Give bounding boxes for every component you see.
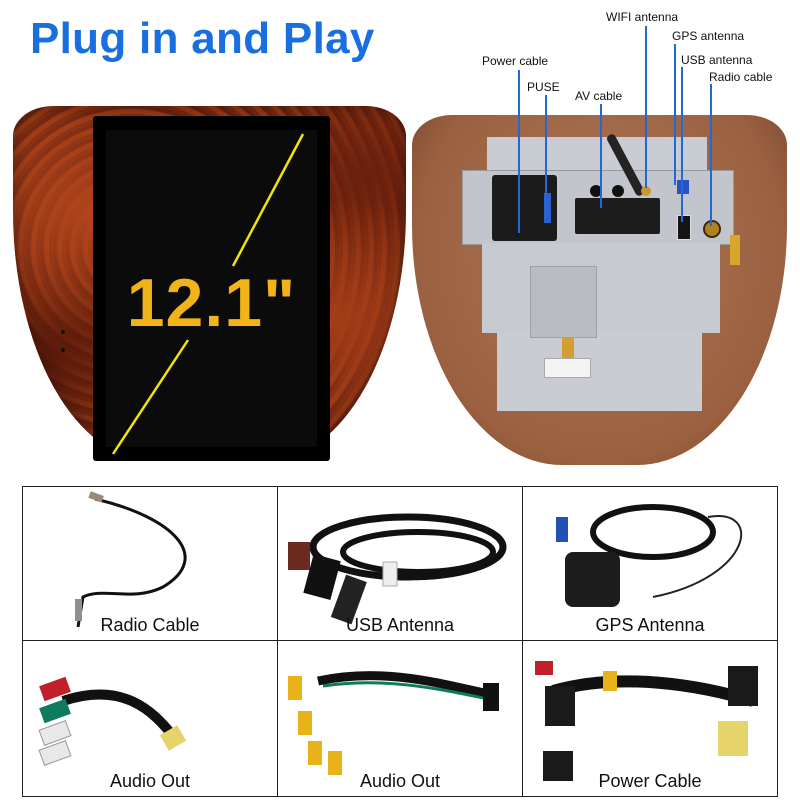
callout-radio-cable: Radio cable [709, 70, 773, 84]
audio-out-rca-icon [38, 676, 187, 766]
module-cover [530, 266, 597, 338]
callout-fuse: PUSE [527, 80, 560, 94]
accessory-caption: Audio Out [359, 771, 441, 791]
wifi-antenna-base [641, 186, 651, 196]
accessory-caption: USB Antenna [345, 615, 455, 635]
av-connector [575, 198, 660, 234]
accessory-cell-gps-antenna: GPS Antenna [523, 487, 777, 641]
leader-line [674, 44, 676, 185]
gps-port [677, 180, 689, 194]
leader-line [518, 70, 520, 233]
accessory-cell-audio-out-2: Audio Out [278, 641, 523, 796]
leader-line [710, 84, 712, 226]
callout-av-cable: AV cable [575, 89, 623, 103]
metal-plate-bottom [497, 333, 702, 411]
panel-hole [612, 185, 624, 197]
leader-line [681, 67, 683, 222]
power-harness-icon [535, 661, 758, 781]
accessory-cell-power-cable: Power Cable [523, 641, 777, 796]
callout-gps-antenna: GPS antenna [672, 29, 745, 43]
metal-plate-lower [482, 243, 720, 333]
screen-size-label: 12.1" [126, 265, 297, 341]
callout-power-cable: Power cable [482, 54, 549, 68]
radio-cable-icon [75, 491, 187, 628]
fuse [544, 193, 551, 223]
panel-hole [590, 185, 602, 197]
display-screen: 12.1" [93, 116, 330, 461]
radio-port [703, 220, 721, 238]
accessory-cell-usb-antenna: USB Antenna [278, 487, 523, 641]
pcb-board-small [562, 337, 574, 359]
side-buttons [61, 330, 67, 370]
callout-usb-antenna: USB antenna [681, 53, 753, 67]
gps-antenna-icon [556, 504, 743, 607]
usb-antenna-icon [288, 513, 507, 625]
screen-connector [544, 358, 591, 378]
metal-plate [487, 137, 707, 175]
accessory-caption: Audio Out [109, 771, 191, 791]
accessory-cell-radio-cable: Radio Cable [23, 487, 278, 641]
front-unit-image: 12.1" [13, 106, 406, 461]
accessory-caption: Power Cable [598, 771, 702, 791]
leader-line [645, 26, 647, 188]
callout-wifi-antenna: WIFI antenna [606, 10, 679, 24]
accessories-grid: Radio Cable USB Antenna GPS Antenna [22, 486, 778, 797]
pcb-board [730, 235, 740, 265]
audio-out-rca-icon [288, 671, 499, 775]
usb-port [677, 215, 691, 240]
accessory-cell-audio-out-1: Audio Out [23, 641, 278, 796]
accessory-caption: GPS Antenna [595, 615, 705, 635]
page-title: Plug in and Play [30, 14, 375, 63]
accessory-caption: Radio Cable [100, 615, 200, 635]
diagonal-measure-icon [111, 133, 305, 455]
leader-line [545, 95, 547, 215]
leader-line [600, 104, 602, 208]
rear-unit-image [412, 115, 787, 465]
